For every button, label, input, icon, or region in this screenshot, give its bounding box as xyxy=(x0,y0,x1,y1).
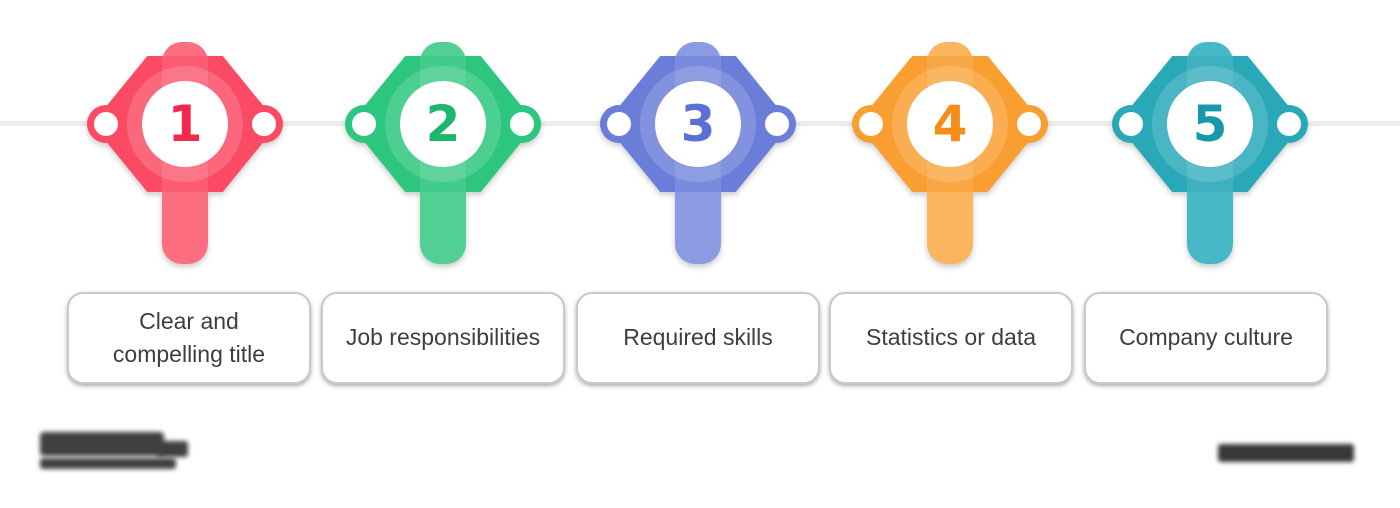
step-number: 4 xyxy=(932,95,968,153)
step-card-4: Statistics or data xyxy=(829,292,1073,384)
step-number: 2 xyxy=(425,95,461,153)
connector-dot-right xyxy=(1277,112,1301,136)
watermark-logo-right xyxy=(1218,444,1354,462)
connector-dot-right xyxy=(765,112,789,136)
step-card-1: Clear and compelling title xyxy=(67,292,311,384)
step-number-circle: 3 xyxy=(655,81,741,167)
connector-dot-left xyxy=(859,112,883,136)
step-number-circle: 1 xyxy=(142,81,228,167)
step-number: 5 xyxy=(1192,95,1228,153)
step-card-label: Required skills xyxy=(623,324,773,351)
step-number: 3 xyxy=(680,95,716,153)
step-card-label: Statistics or data xyxy=(865,324,1037,351)
step-badge-4: 4 xyxy=(852,40,1048,280)
step-card-label: Clear and compelling title xyxy=(112,307,266,367)
step-badge-5: 5 xyxy=(1112,40,1308,280)
connector-dot-left xyxy=(352,112,376,136)
connector-dot-left xyxy=(607,112,631,136)
step-number-circle: 4 xyxy=(907,81,993,167)
step-card-5: Company culture xyxy=(1084,292,1328,384)
step-number-circle: 5 xyxy=(1167,81,1253,167)
step-number: 1 xyxy=(167,95,203,153)
step-badge-3: 3 xyxy=(600,40,796,280)
step-number-circle: 2 xyxy=(400,81,486,167)
step-card-label: Company culture xyxy=(1119,324,1293,351)
connector-dot-left xyxy=(1119,112,1143,136)
connector-dot-left xyxy=(94,112,118,136)
step-card-label: Job responsibilities xyxy=(345,324,541,351)
connector-dot-right xyxy=(1017,112,1041,136)
step-card-3: Required skills xyxy=(576,292,820,384)
connector-dot-right xyxy=(252,112,276,136)
watermark-logo-left xyxy=(40,432,164,456)
watermark-logo-left-tail xyxy=(158,441,188,457)
step-badge-2: 2 xyxy=(345,40,541,280)
connector-dot-right xyxy=(510,112,534,136)
step-card-2: Job responsibilities xyxy=(321,292,565,384)
step-badge-1: 1 xyxy=(87,40,283,280)
watermark-logo-left-underline xyxy=(40,458,176,469)
